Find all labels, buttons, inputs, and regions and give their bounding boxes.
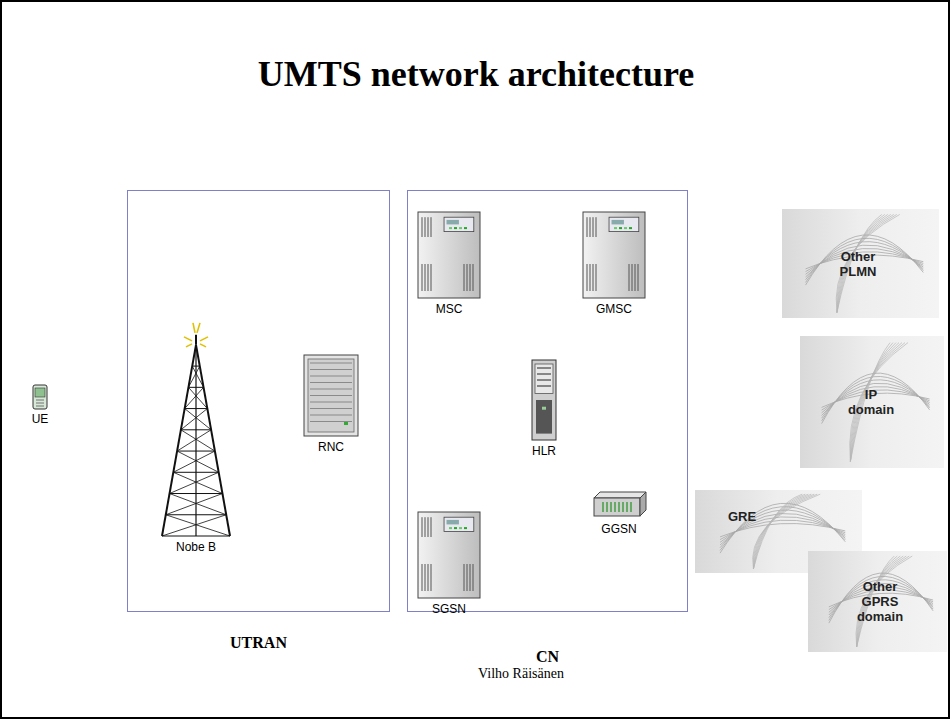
element-label: HLR [527, 444, 561, 458]
router-icon-node: GGSN [588, 490, 650, 536]
network-cloud: Other GPRS domain [808, 551, 947, 652]
domain-label: UTRAN [88, 634, 429, 652]
rack-symbol [300, 353, 362, 438]
cloud-label: GRE [728, 509, 756, 524]
rack-icon-node: RNC [300, 353, 362, 453]
cloud-label: Other PLMN [840, 249, 877, 279]
element-label: Nobe B [156, 540, 236, 554]
hlr-icon-node: HLR [527, 358, 561, 458]
tower-symbol [156, 316, 236, 538]
element-label: MSC [414, 302, 484, 316]
server-symbol [414, 210, 484, 300]
element-label: GGSN [588, 522, 650, 536]
phone-icon-node: UE [24, 384, 56, 428]
cloud-label: IP domain [848, 387, 894, 417]
element-label: SGSN [414, 602, 484, 616]
domain-label: CN [368, 648, 727, 666]
network-cloud: Other PLMN [782, 209, 939, 318]
author-label: Vilho Räisänen [421, 666, 621, 682]
server-icon-node: GMSC [579, 210, 649, 318]
network-cloud: IP domain [800, 336, 944, 468]
element-label: UE [24, 412, 56, 426]
phone-symbol [24, 384, 56, 410]
router-symbol [588, 490, 650, 520]
server-symbol [579, 210, 649, 300]
slide-title: UMTS network architecture [0, 52, 952, 96]
domain-box: UTRANNobe BRNC [127, 190, 390, 612]
server-icon-node: MSC [414, 210, 484, 318]
server-icon-node: SGSN [414, 510, 484, 618]
server-symbol [414, 510, 484, 600]
hlr-symbol [527, 358, 561, 442]
cloud-label: Other GPRS domain [857, 579, 903, 624]
element-label: GMSC [579, 302, 649, 316]
tower-icon-node: Nobe B [156, 316, 236, 556]
domain-box: CNMSCGMSCHLRSGSNGGSN [407, 190, 688, 612]
element-label: RNC [300, 440, 362, 454]
